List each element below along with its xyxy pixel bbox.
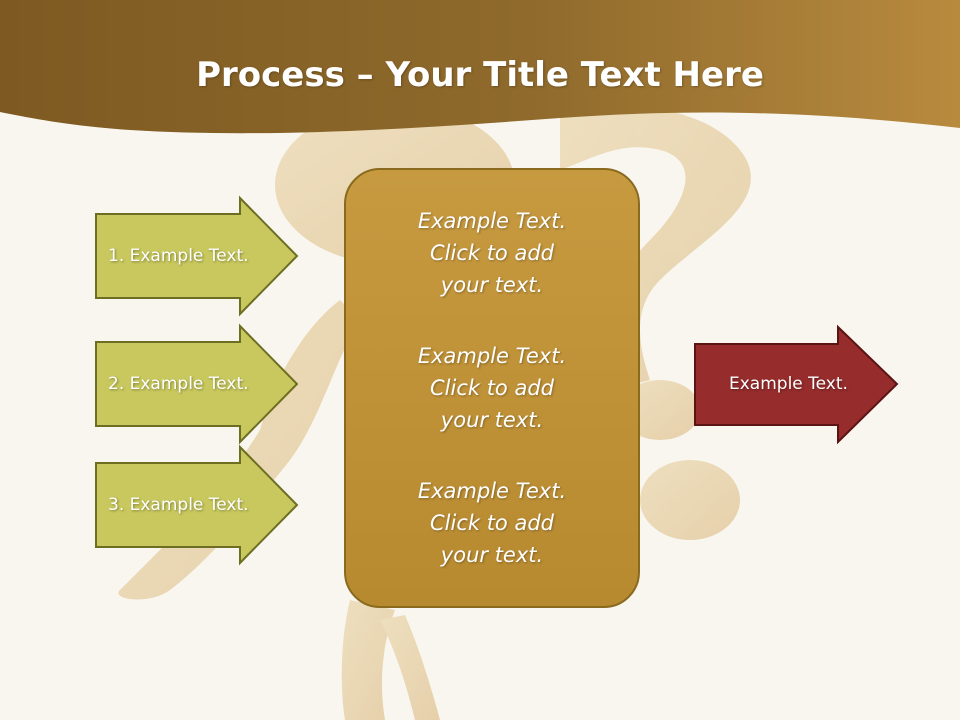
center-text-block-3[interactable]: Example Text. Click to add your text. (417, 479, 567, 567)
title-bold-part: Process (196, 55, 345, 95)
output-arrow[interactable] (694, 324, 899, 445)
input-arrow-3[interactable] (95, 444, 299, 566)
header-band (0, 0, 960, 134)
center-text-block-2[interactable]: Example Text. Click to add your text. (417, 344, 567, 432)
center-text-block-1[interactable]: Example Text. Click to add your text. (417, 209, 567, 297)
input-arrow-1[interactable] (95, 195, 299, 317)
page-title[interactable]: Process – Your Title Text Here (0, 52, 960, 98)
input-arrow-label-3: 3. Example Text. (108, 495, 249, 515)
center-text-box[interactable]: Example Text. Click to add your text. Ex… (344, 168, 640, 608)
input-arrow-label-1: 1. Example Text. (108, 246, 249, 266)
input-arrow-label-2: 2. Example Text. (108, 374, 249, 394)
output-arrow-label: Example Text. (729, 374, 848, 394)
title-rest-part: – Your Title Text Here (344, 55, 764, 95)
input-arrow-2[interactable] (95, 323, 299, 445)
